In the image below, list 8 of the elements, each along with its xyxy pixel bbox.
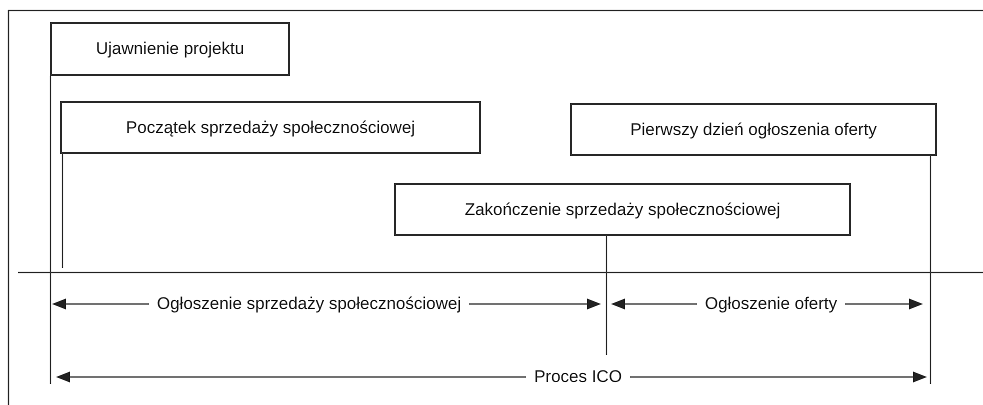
event-label: Ujawnienie projektu: [96, 38, 244, 60]
event-box: [60, 101, 481, 154]
event-label: Początek sprzedaży społecznościowej: [126, 116, 416, 139]
event-box: [570, 103, 937, 156]
event-label: Pierwszy dzień ogłoszenia oferty: [630, 118, 877, 141]
event-label: Zakończenie sprzedaży społecznościowej: [464, 198, 780, 221]
event-box: [50, 22, 290, 76]
event-box: [394, 183, 851, 236]
